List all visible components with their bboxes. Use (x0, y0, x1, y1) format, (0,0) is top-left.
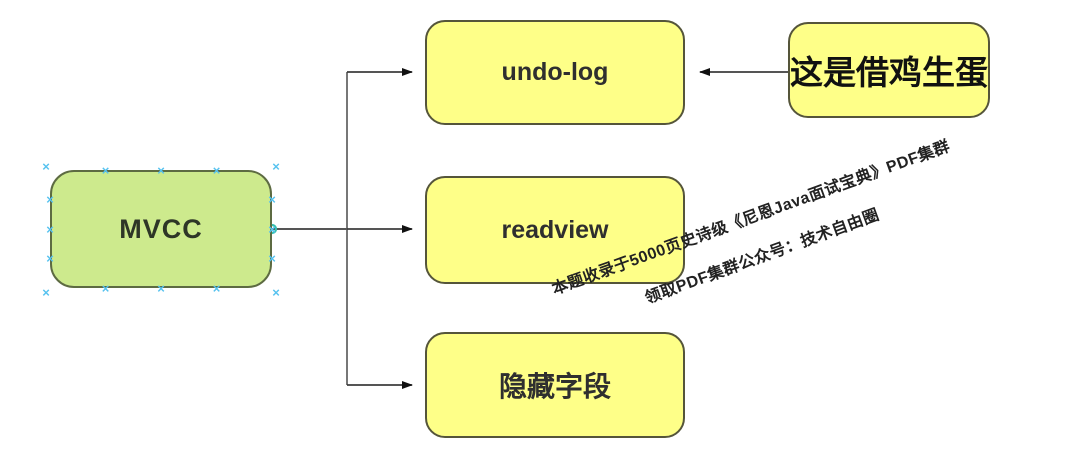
node-readview[interactable]: readview (425, 176, 685, 284)
node-borrow-chicken[interactable]: 这是借鸡生蛋 (788, 22, 990, 118)
selection-handle-x-icon[interactable]: × (101, 162, 110, 178)
selection-handle-x-icon[interactable]: × (101, 280, 110, 296)
selection-handle-x-icon[interactable]: × (268, 221, 276, 237)
node-hidden-fields[interactable]: 隐藏字段 (425, 332, 685, 438)
selection-handle-x-icon[interactable]: × (157, 280, 165, 296)
node-borrow-chicken-label: 这是借鸡生蛋 (790, 54, 988, 91)
node-undo-log[interactable]: undo-log (425, 20, 685, 125)
node-mvcc[interactable]: MVCC (50, 170, 272, 288)
selection-handle-x-icon[interactable]: × (268, 192, 276, 207)
selection-handle-x-icon[interactable]: × (212, 162, 221, 178)
selection-handle-x-icon[interactable]: × (212, 280, 221, 296)
selection-handle-x-icon[interactable]: × (268, 251, 276, 266)
selection-handle-x-icon[interactable]: × (42, 284, 50, 300)
selection-handle-x-icon[interactable]: × (157, 162, 165, 178)
node-hidden-fields-label: 隐藏字段 (498, 371, 611, 402)
node-readview-label: readview (501, 215, 609, 244)
selection-handle-x-icon[interactable]: × (272, 284, 280, 300)
node-undo-log-label: undo-log (501, 58, 609, 86)
selection-handle-x-icon[interactable]: × (46, 192, 54, 207)
selection-handle-x-icon[interactable]: × (42, 158, 50, 174)
node-mvcc-label: MVCC (119, 213, 203, 244)
selection-handle-x-icon[interactable]: × (46, 221, 54, 237)
selection-handle-x-icon[interactable]: × (272, 158, 280, 174)
selection-handle-x-icon[interactable]: × (46, 251, 54, 266)
